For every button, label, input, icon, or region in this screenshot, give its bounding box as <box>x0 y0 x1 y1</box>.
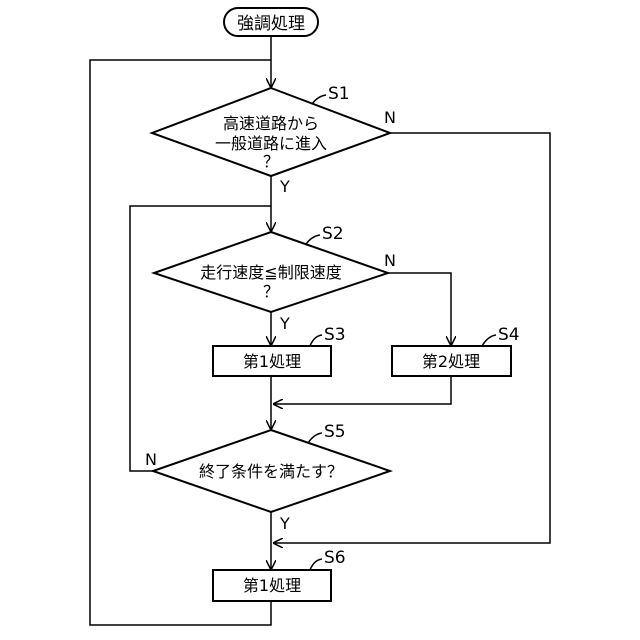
s6-step-leader <box>310 559 322 570</box>
s5-step-label: S5 <box>324 422 346 442</box>
s1-text-line3: ？ <box>263 152 279 171</box>
arrow-s4-merge <box>273 376 451 404</box>
s5-no-label: N <box>145 450 157 469</box>
s3-label: 第1処理 <box>243 352 301 371</box>
s1-text-line1: 高速道路から <box>223 114 319 133</box>
s5-step-leader <box>308 433 322 443</box>
s2-no-label: N <box>384 251 396 270</box>
s2-step-label: S2 <box>322 224 344 244</box>
decision-s2: 走行速度≦制限速度 ？ <box>154 232 388 312</box>
s2-text-line1: 走行速度≦制限速度 <box>200 263 341 282</box>
s2-step-leader <box>306 235 320 244</box>
decision-s1: 高速道路から 一般道路に進入 ？ <box>152 88 390 176</box>
start-terminator: 強調処理 <box>224 8 318 36</box>
arrow-s2-no <box>388 273 451 346</box>
s5-text-line1: 終了条件を満たす？ <box>199 462 343 481</box>
s1-step-leader <box>312 95 326 104</box>
s1-yes-label: Y <box>279 177 290 196</box>
process-s3: 第1処理 <box>213 346 331 376</box>
s1-no-label: N <box>384 108 396 127</box>
s1-text-line2: 一般道路に進入 <box>215 134 327 153</box>
process-s6: 第1処理 <box>213 570 331 601</box>
process-s4: 第2処理 <box>392 346 511 376</box>
s2-yes-label: Y <box>279 314 290 333</box>
decision-s5: 終了条件を満たす？ <box>153 430 390 512</box>
s5-yes-label: Y <box>279 514 290 533</box>
s2-text-line2: ？ <box>263 282 279 301</box>
s3-step-label: S3 <box>324 325 346 345</box>
s1-step-label: S1 <box>328 84 350 104</box>
start-label: 強調処理 <box>237 14 305 34</box>
s3-step-leader <box>310 335 322 346</box>
s4-step-leader <box>482 335 496 346</box>
s4-label: 第2処理 <box>422 352 480 371</box>
s4-step-label: S4 <box>498 325 520 345</box>
s6-step-label: S6 <box>324 548 346 568</box>
s6-label: 第1処理 <box>243 576 301 595</box>
